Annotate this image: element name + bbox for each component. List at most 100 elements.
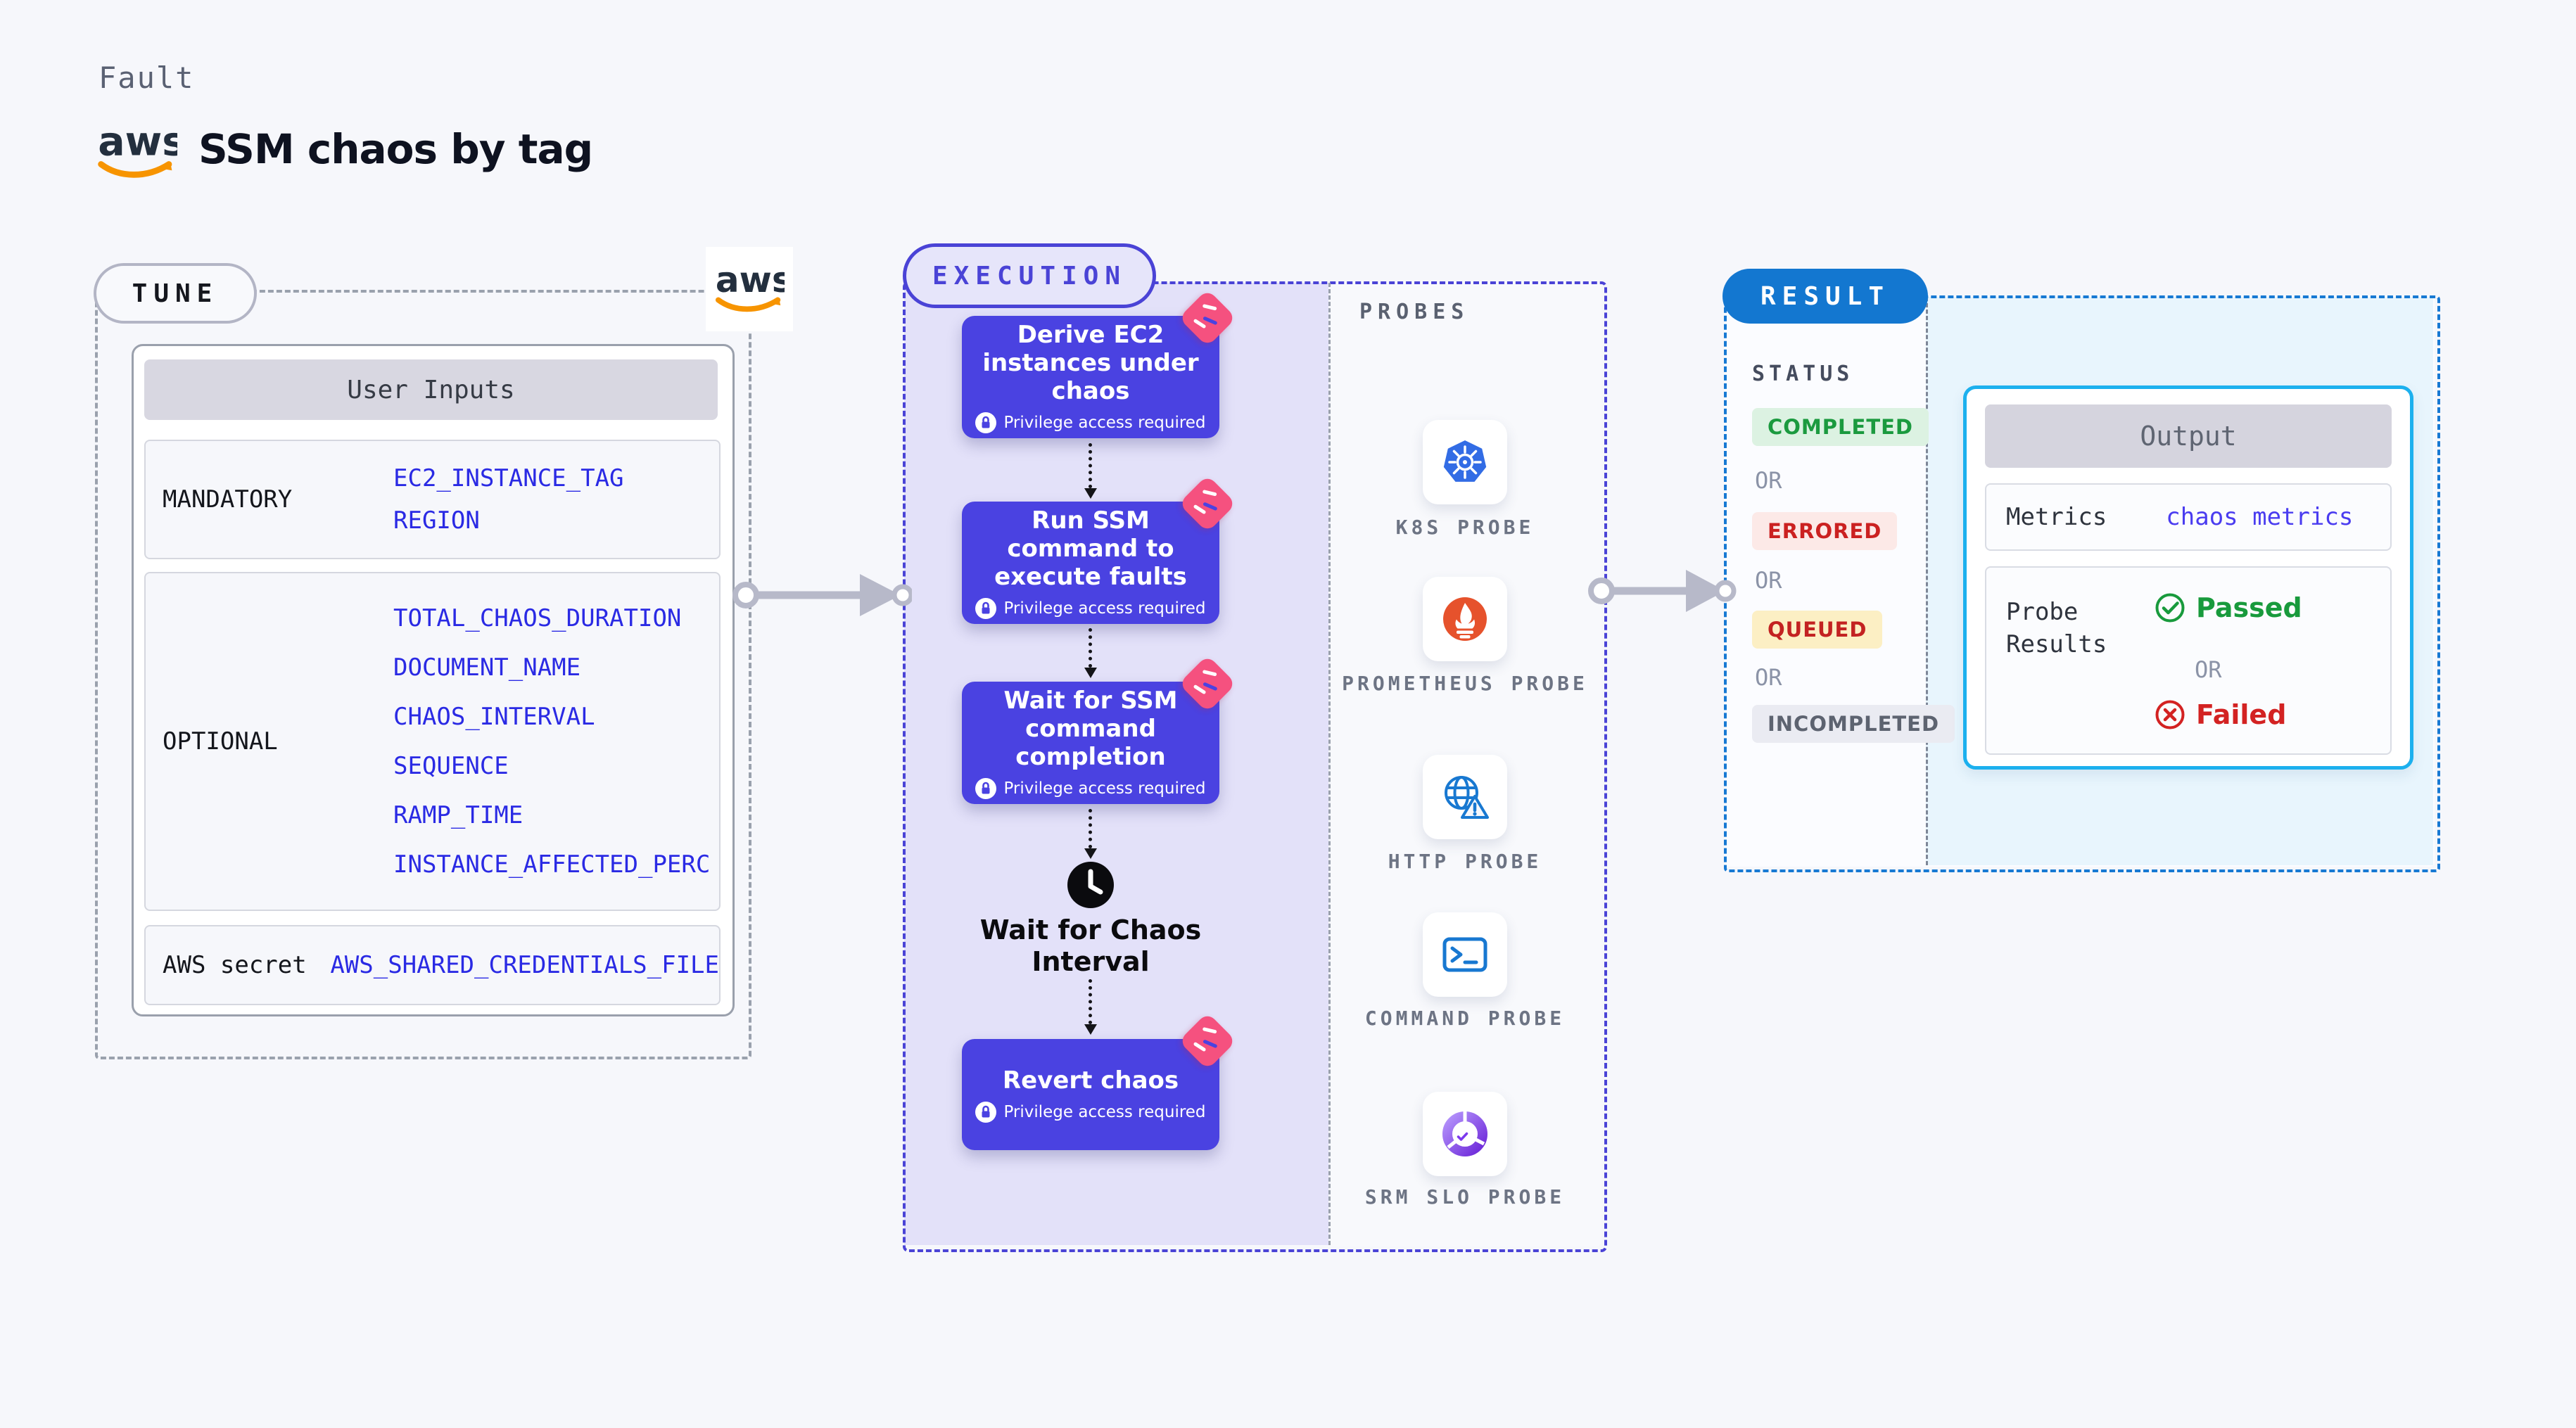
globe-warning-icon xyxy=(1445,776,1489,819)
prometheus-icon xyxy=(1443,597,1487,641)
privilege-label: Privilege access required xyxy=(1003,599,1206,618)
aws-secret-label: AWS secret xyxy=(163,951,307,979)
lock-icon xyxy=(975,778,997,799)
input-variable: RAMP_TIME xyxy=(393,801,524,829)
aws-secret-values: AWS_SHARED_CREDENTIALS_FILE xyxy=(330,926,719,1004)
failed-label: Failed xyxy=(2196,699,2287,730)
chaos-fault-icon xyxy=(1178,474,1237,533)
step-run-ssm-command: Run SSM command to execute faults Privil… xyxy=(962,474,1237,624)
wait-for-chaos-interval-label: Wait for Chaos Interval xyxy=(979,914,1202,977)
lock-icon xyxy=(975,1102,997,1123)
flow-connector xyxy=(1084,979,1097,1035)
or-separator: OR xyxy=(1755,664,1782,691)
svg-text:aws: aws xyxy=(98,120,177,165)
or-separator: OR xyxy=(2195,656,2222,683)
command-probe-label: COMMAND PROBE xyxy=(1364,1007,1566,1030)
privilege-note: Privilege access required xyxy=(975,412,1206,433)
input-variable: INSTANCE_AFFECTED_PERC xyxy=(393,850,711,879)
flow-connector xyxy=(1084,809,1097,859)
result-status-divider xyxy=(1926,297,1928,865)
metrics-value: chaos metrics xyxy=(2166,503,2354,531)
tune-panel-outline xyxy=(95,290,751,1059)
metrics-row: Metrics chaos metrics xyxy=(1985,483,2392,551)
lock-icon xyxy=(975,412,997,433)
chaos-fault-icon xyxy=(1178,288,1237,348)
privilege-note: Privilege access required xyxy=(975,598,1206,619)
aws-logo-icon: aws xyxy=(98,120,177,178)
status-badge-errored: ERRORED xyxy=(1752,512,1898,550)
step-wait-ssm-completion: Wait for SSM command completion Privileg… xyxy=(962,654,1237,804)
flow-connector xyxy=(1084,628,1097,678)
arrow-probes-to-result-icon xyxy=(1588,570,1737,612)
slo-donut-icon xyxy=(1442,1111,1487,1156)
failed-verdict: Failed xyxy=(2154,699,2286,731)
execution-probes-divider xyxy=(1328,283,1331,1245)
clock-icon xyxy=(1065,860,1116,910)
tune-pill: TUNE xyxy=(94,263,257,324)
optional-label: OPTIONAL xyxy=(163,727,278,756)
input-variable: CHAOS_INTERVAL xyxy=(393,703,595,731)
or-separator: OR xyxy=(1755,467,1782,494)
status-badge-queued: QUEUED xyxy=(1752,611,1883,649)
aws-secret-row: AWS secret AWS_SHARED_CREDENTIALS_FILE xyxy=(144,925,721,1005)
x-circle-icon xyxy=(2155,700,2185,729)
privilege-label: Privilege access required xyxy=(1003,414,1206,432)
aws-logo-badge: aws xyxy=(706,247,793,331)
output-card: Output Metrics chaos metrics Probe Resul… xyxy=(1963,385,2413,770)
check-circle-icon xyxy=(2155,593,2185,623)
prometheus-probe-label: PROMETHEUS PROBE xyxy=(1342,672,1588,695)
input-variable: EC2_INSTANCE_TAG xyxy=(393,464,624,493)
command-probe-card xyxy=(1423,912,1507,997)
input-variable: AWS_SHARED_CREDENTIALS_FILE xyxy=(330,951,719,979)
fault-kicker: Fault xyxy=(99,60,195,95)
arrow-tune-to-execution-icon xyxy=(732,574,912,616)
page-title: SSM chaos by tag xyxy=(198,125,593,173)
probes-heading: PROBES xyxy=(1359,300,1470,324)
srm-slo-probe-card xyxy=(1423,1092,1507,1176)
input-variable: REGION xyxy=(393,506,480,535)
mandatory-values: EC2_INSTANCE_TAG REGION xyxy=(393,441,719,558)
execution-pill: EXECUTION xyxy=(903,243,1156,308)
input-variable: SEQUENCE xyxy=(393,752,509,780)
step-derive-ec2-instances: Derive EC2 instances under chaos Privile… xyxy=(962,288,1237,438)
result-pill: RESULT xyxy=(1722,269,1928,324)
passed-verdict: Passed xyxy=(2154,592,2302,624)
privilege-note: Privilege access required xyxy=(975,1102,1206,1123)
k8s-probe-card xyxy=(1423,420,1507,504)
optional-inputs-row: OPTIONAL TOTAL_CHAOS_DURATION DOCUMENT_N… xyxy=(144,572,721,911)
status-badge-completed: COMPLETED xyxy=(1752,408,1929,446)
step-title: Run SSM command to execute faults xyxy=(994,506,1187,591)
aws-logo-icon: aws xyxy=(715,260,785,312)
probe-results-label: Probe Results xyxy=(2006,598,2107,658)
flow-connector xyxy=(1084,443,1097,499)
or-separator: OR xyxy=(1755,567,1782,594)
terminal-icon xyxy=(1442,937,1487,972)
k8s-probe-label: K8S PROBE xyxy=(1395,516,1535,539)
execution-panel-outline xyxy=(903,281,1607,1252)
privilege-note: Privilege access required xyxy=(975,778,1206,799)
prometheus-probe-card xyxy=(1423,577,1507,661)
step-revert-chaos: Revert chaos Privilege access required xyxy=(962,1012,1237,1150)
svg-text:aws: aws xyxy=(716,260,785,300)
mandatory-label: MANDATORY xyxy=(163,485,293,514)
output-header: Output xyxy=(1985,404,2392,468)
metrics-label: Metrics xyxy=(2006,503,2107,531)
probe-results-row: Probe Results Passed OR Failed xyxy=(1985,566,2392,755)
kubernetes-icon xyxy=(1443,440,1487,482)
step-title: Revert chaos xyxy=(1002,1066,1179,1095)
srm-slo-probe-label: SRM SLO PROBE xyxy=(1364,1185,1566,1209)
mandatory-inputs-row: MANDATORY EC2_INSTANCE_TAG REGION xyxy=(144,440,721,559)
optional-values: TOTAL_CHAOS_DURATION DOCUMENT_NAME CHAOS… xyxy=(393,573,719,910)
chaos-fault-icon xyxy=(1178,1012,1237,1071)
passed-label: Passed xyxy=(2196,592,2302,623)
chaos-fault-icon xyxy=(1178,654,1237,713)
step-title: Derive EC2 instances under chaos xyxy=(982,321,1199,405)
privilege-label: Privilege access required xyxy=(1003,1103,1206,1121)
http-probe-label: HTTP PROBE xyxy=(1388,850,1542,873)
lock-icon xyxy=(975,598,997,619)
user-inputs-header: User Inputs xyxy=(144,359,718,420)
step-title: Wait for SSM command completion xyxy=(1003,687,1178,771)
input-variable: DOCUMENT_NAME xyxy=(393,654,581,682)
status-badge-incompleted: INCOMPLETED xyxy=(1752,705,1955,743)
